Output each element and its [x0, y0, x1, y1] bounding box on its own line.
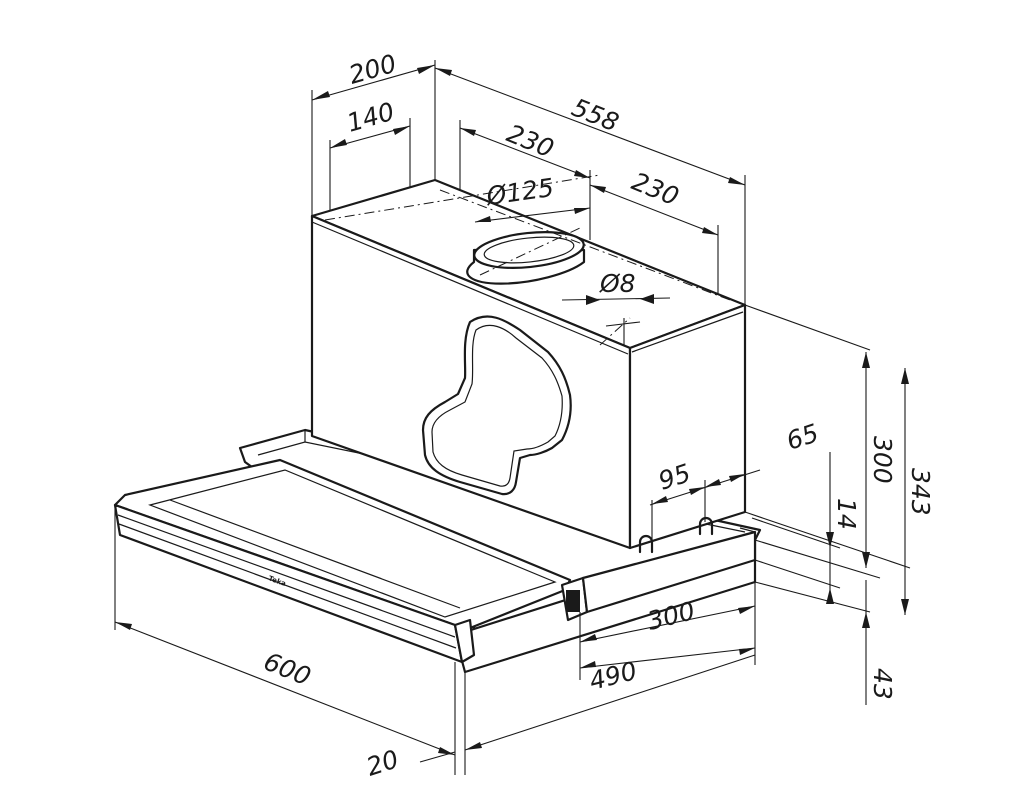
dim-label-14: 14: [832, 498, 861, 530]
dim-label-600: 600: [260, 647, 315, 692]
dimension-lines: [114, 64, 909, 763]
air-outlet-collar: [466, 231, 586, 285]
dim-label-300-height: 300: [868, 436, 897, 484]
centrelines: [324, 174, 731, 346]
extractor-drawer: Teka: [113, 458, 757, 664]
dim-label-20: 20: [363, 744, 402, 781]
dim-label-343: 343: [906, 468, 935, 516]
dim-label-230-left: 230: [503, 119, 558, 164]
ventilation-cutout: [421, 315, 572, 496]
dim-label-230-right: 230: [628, 167, 683, 212]
dim-label-558: 558: [568, 93, 623, 138]
dim-label-43: 43: [868, 668, 897, 700]
dim-label-65: 65: [783, 418, 822, 455]
dim-label-outlet-diameter: Ø125: [484, 173, 556, 211]
dim-label-200: 200: [346, 49, 400, 90]
mounting-brackets: [638, 516, 714, 554]
dim-label-hole-diameter: Ø8: [599, 269, 636, 298]
